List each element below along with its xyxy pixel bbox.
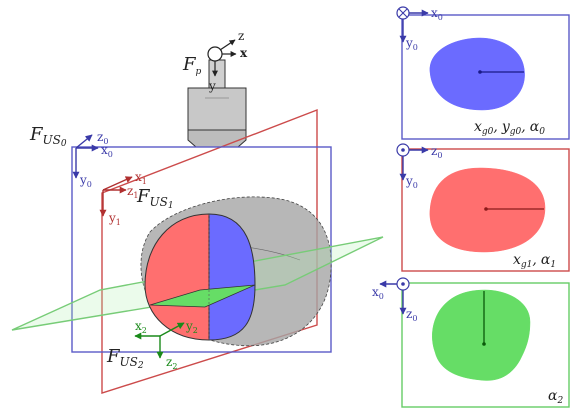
panel-middle-us1: [401, 148, 570, 272]
panel-bottom-x-axis-label: x0: [372, 285, 384, 301]
us0-axis-z-label: z0: [97, 130, 108, 146]
us1-axis-z-label: z1: [127, 184, 138, 200]
panel-top-y-axis-label: y0: [405, 36, 418, 52]
us2-axis-y-label: y2: [185, 319, 198, 335]
us0-axis-x-label: x0: [101, 143, 113, 159]
us2-frame-label: FUS2: [106, 346, 144, 371]
us0-frame-axes: [72, 134, 99, 179]
panel-top-axes: [396, 6, 429, 43]
panel-middle-params-label: xg1,α1: [513, 252, 556, 270]
panel-top-x-axis-label: x0: [431, 6, 443, 22]
organ-cross-section: [144, 213, 256, 341]
panel-bottom-axes: [379, 277, 410, 315]
us2-axis-z-label: z2: [166, 355, 177, 371]
panel-bottom-us2: [401, 282, 570, 408]
panel-middle-axes: [396, 143, 429, 181]
us0-axis-y-label: y0: [79, 173, 92, 189]
us1-image-plane: [101, 108, 318, 394]
panel-bottom-params-label: α2: [548, 388, 563, 406]
probe-frame-label: Fp: [182, 54, 202, 77]
probe-frame-axes: [207, 39, 237, 77]
panel-top-us0: [401, 14, 570, 140]
probe-axis-x-label: x: [240, 46, 248, 60]
probe-axis-z-label: z: [238, 29, 244, 43]
us2-frame-axes: [134, 322, 185, 359]
us1-axis-y-label: y1: [108, 211, 121, 227]
panel-top-params-label: xg0,yg0,α0: [474, 119, 545, 137]
panel-middle-y-axis-label: y0: [405, 174, 418, 190]
us0-frame-label: FUS0: [29, 124, 67, 149]
panel-bottom-z-axis-label: z0: [406, 307, 417, 323]
us1-frame-axes: [99, 176, 133, 217]
us1-axis-x-label: x1: [135, 170, 147, 186]
us0-image-plane: [71, 146, 332, 353]
us2-axis-x-label: x2: [135, 319, 147, 335]
panel-middle-z-axis-label: z0: [431, 144, 442, 160]
probe-axis-y-label: y: [208, 79, 216, 93]
us1-frame-label: FUS1: [136, 186, 174, 211]
